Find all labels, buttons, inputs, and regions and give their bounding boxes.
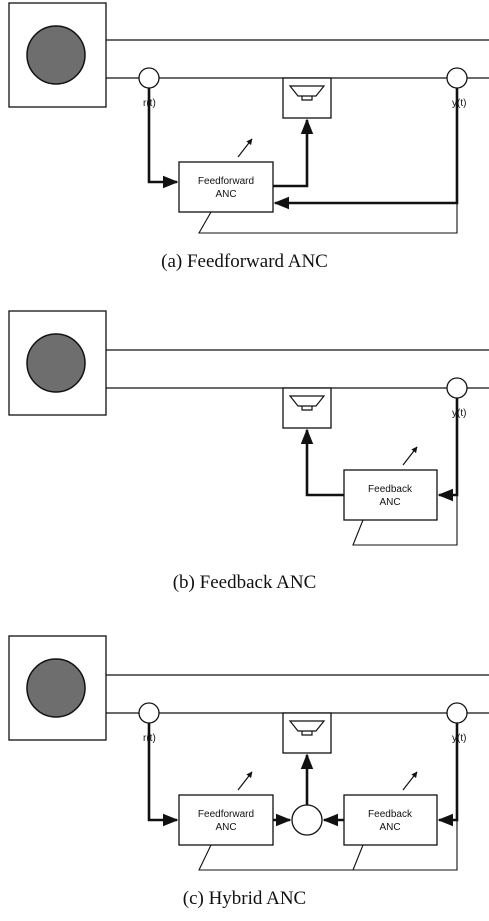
feedforward-anc-panel: r(t) y(t) Feedforward ANC (a) Feedforwar…	[0, 0, 489, 290]
feedback-anc-diagram: y(t) Feedback ANC	[8, 310, 489, 546]
reference-signal-path	[147, 88, 179, 189]
feedforward-anc-label-line2: ANC	[215, 189, 236, 200]
error-signal-label: y(t)	[452, 733, 466, 744]
feedback-adaptation-arrow	[402, 771, 418, 791]
reference-microphone-icon	[138, 702, 160, 724]
error-microphone-icon	[446, 702, 468, 724]
feedforward-anc-caption: (a) Feedforward ANC	[161, 251, 328, 272]
feedforward-anc-box	[178, 161, 274, 213]
feedback-anc-label-line2: ANC	[379, 822, 400, 833]
loudspeaker-icon	[288, 720, 326, 736]
feedback-anc-panel: y(t) Feedback ANC (b) Feedback ANC	[0, 305, 489, 605]
adaptation-loop-line	[352, 820, 458, 871]
loudspeaker-icon	[288, 395, 326, 411]
feedback-anc-label-line1: Feedback	[368, 809, 413, 820]
feedback-anc-label-line2: ANC	[379, 497, 400, 508]
feedforward-adaptation-loop-line	[198, 844, 353, 871]
feedforward-anc-box	[178, 794, 274, 846]
loudspeaker-icon	[288, 85, 326, 101]
loudspeaker-enclosure	[282, 387, 332, 429]
noise-source-icon	[26, 658, 86, 718]
feedforward-adaptation-arrow	[237, 771, 253, 791]
reference-signal-path	[147, 723, 179, 827]
control-output-path	[300, 428, 344, 497]
hybrid-anc-diagram: r(t) y(t) Feedforward ANC Feedback ANC	[8, 635, 489, 871]
noise-source-icon	[26, 333, 86, 393]
adaptation-arrow	[237, 138, 253, 158]
error-microphone-icon	[446, 67, 468, 89]
feedback-anc-box	[343, 469, 438, 521]
summing-junction-icon	[291, 804, 323, 836]
control-output-path	[273, 118, 314, 188]
feedforward-anc-diagram: r(t) y(t) Feedforward ANC	[8, 2, 489, 234]
feedforward-anc-label-line2: ANC	[215, 822, 236, 833]
error-microphone-icon	[446, 377, 468, 399]
error-signal-label: y(t)	[452, 98, 466, 109]
feedforward-anc-label-line1: Feedforward	[198, 176, 254, 187]
hybrid-anc-caption: (c) Hybrid ANC	[182, 888, 307, 909]
feedback-anc-label-line1: Feedback	[368, 484, 413, 495]
noise-source-icon	[26, 25, 86, 85]
error-signal-label: y(t)	[452, 408, 466, 419]
adaptation-arrow	[402, 446, 418, 466]
feedforward-anc-label-line1: Feedforward	[198, 809, 254, 820]
reference-microphone-icon	[138, 67, 160, 89]
feedback-anc-box	[343, 794, 438, 846]
feedback-anc-caption: (b) Feedback ANC	[172, 572, 317, 593]
adaptation-loop-line	[352, 495, 458, 546]
adaptation-loop-line	[198, 203, 458, 234]
hybrid-anc-panel: r(t) y(t) Feedforward ANC Feedback ANC (…	[0, 630, 489, 921]
